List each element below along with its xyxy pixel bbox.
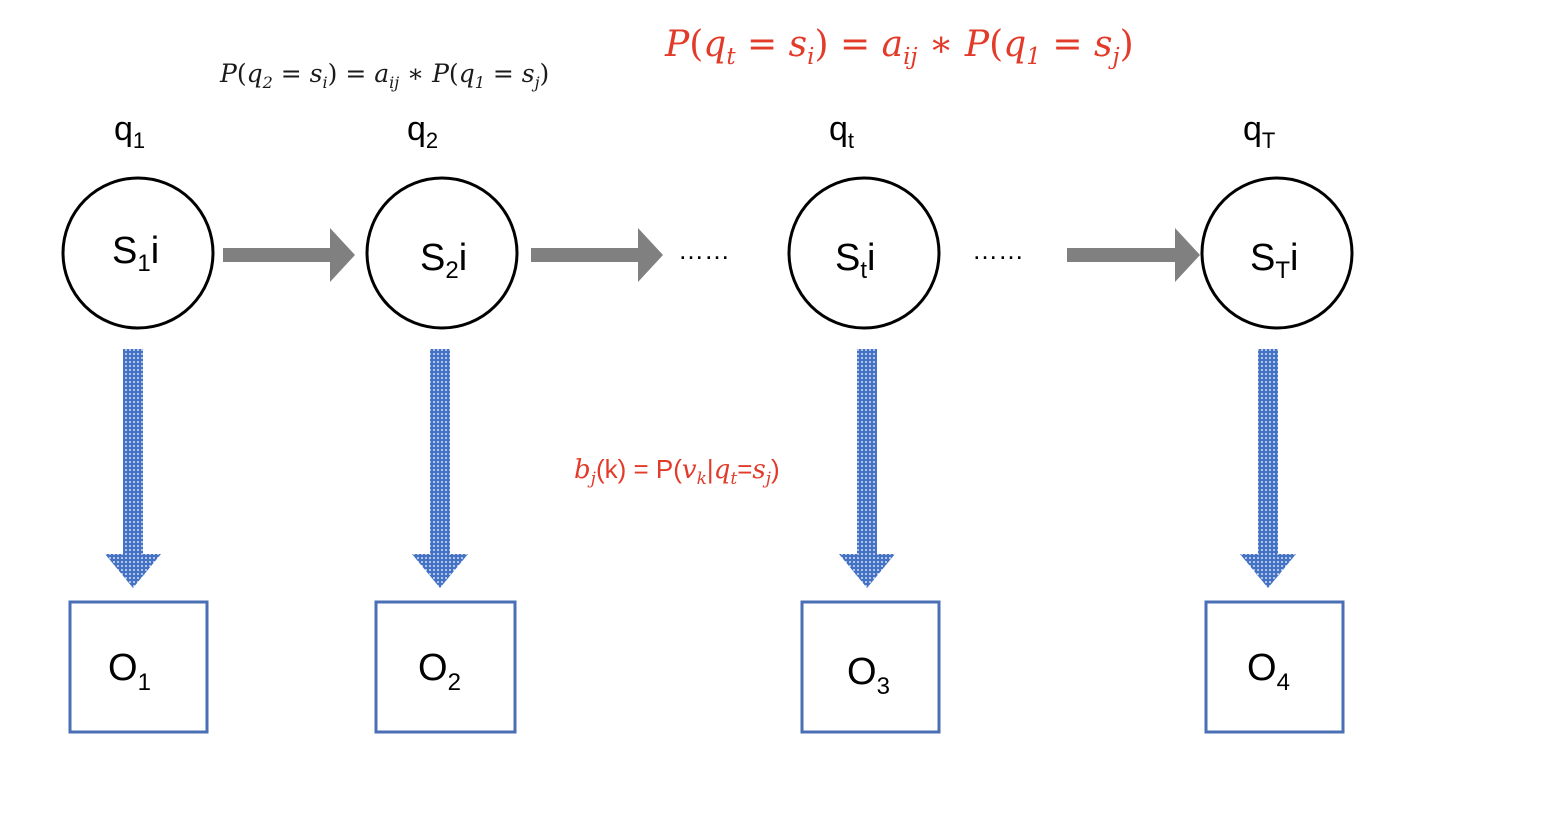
state-label: S1i (112, 230, 159, 277)
observation-label: O3 (847, 651, 890, 700)
hidden-state-t: Sti (787, 176, 941, 330)
state-label: S2i (420, 237, 467, 284)
observation-3: O3 (800, 600, 941, 734)
observation-box (800, 600, 941, 734)
ellipsis-2: …… (972, 235, 1024, 265)
observation-4: O4 (1204, 600, 1345, 734)
emission-formula: bj(k) = P(vk|qt=sj) (574, 454, 780, 489)
observation-box (374, 600, 517, 734)
state-circle (365, 176, 519, 330)
transition-formula-small: P(q2 = si) = aij ∗ P(q1 = sj) (219, 59, 549, 92)
observation-label: O2 (418, 647, 461, 696)
observation-label: O4 (1247, 647, 1290, 696)
ellipsis-1: …… (678, 235, 730, 265)
observation-box (1204, 600, 1345, 734)
hidden-state-T: STi (1200, 176, 1354, 330)
observation-label: O1 (108, 647, 151, 696)
hidden-state-1: S1i (61, 176, 215, 330)
emission-arrow-t (839, 349, 895, 588)
emission-arrow-2 (412, 349, 468, 588)
observation-1: O1 (68, 600, 209, 734)
observation-2: O2 (374, 600, 517, 734)
time-label-q1: q1 (114, 110, 145, 153)
emission-arrow-1 (105, 349, 161, 588)
state-label: Sti (835, 237, 875, 284)
time-label-q2: q2 (407, 110, 438, 153)
state-circle (1200, 176, 1354, 330)
transition-arrow-2-ellipsis (531, 228, 663, 282)
state-label: STi (1250, 237, 1298, 284)
emission-arrow-T (1240, 349, 1296, 588)
transition-arrow-1-2 (223, 228, 355, 282)
hidden-state-2: S2i (365, 176, 519, 330)
transition-formula-general: P(qt = si) = aij ∗ P(q1 = sj) (664, 24, 1134, 70)
time-step-labels: q1 q2 qt qT (114, 110, 1275, 153)
time-label-qt: qt (829, 110, 854, 153)
state-circle (787, 176, 941, 330)
time-label-qT: qT (1243, 110, 1275, 153)
transition-arrow-ellipsis-T (1067, 228, 1200, 282)
observation-box (68, 600, 209, 734)
state-circle (61, 176, 215, 330)
